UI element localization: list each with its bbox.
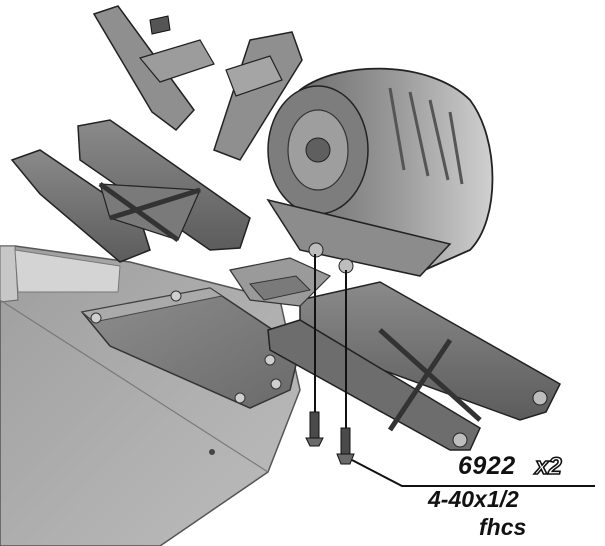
bulkhead-plate [80,287,301,409]
quantity-x2-icon: x2 [532,452,563,480]
flat-head-screw-icon [305,411,324,447]
flat-head-screw-icon [336,427,355,465]
callout-leader-line [351,459,595,487]
skid-plate [229,257,332,307]
screw-type-label: fhcs [479,514,527,540]
shock-tower [92,5,303,161]
screw-spec-label: 4-40x1/2 [428,486,519,512]
quantity-label: x2 [533,453,562,480]
upper-arm-left [10,119,251,263]
part-number-label: 6922 [458,452,516,480]
transmission-housing [266,67,494,277]
lower-arm-right [267,281,561,451]
